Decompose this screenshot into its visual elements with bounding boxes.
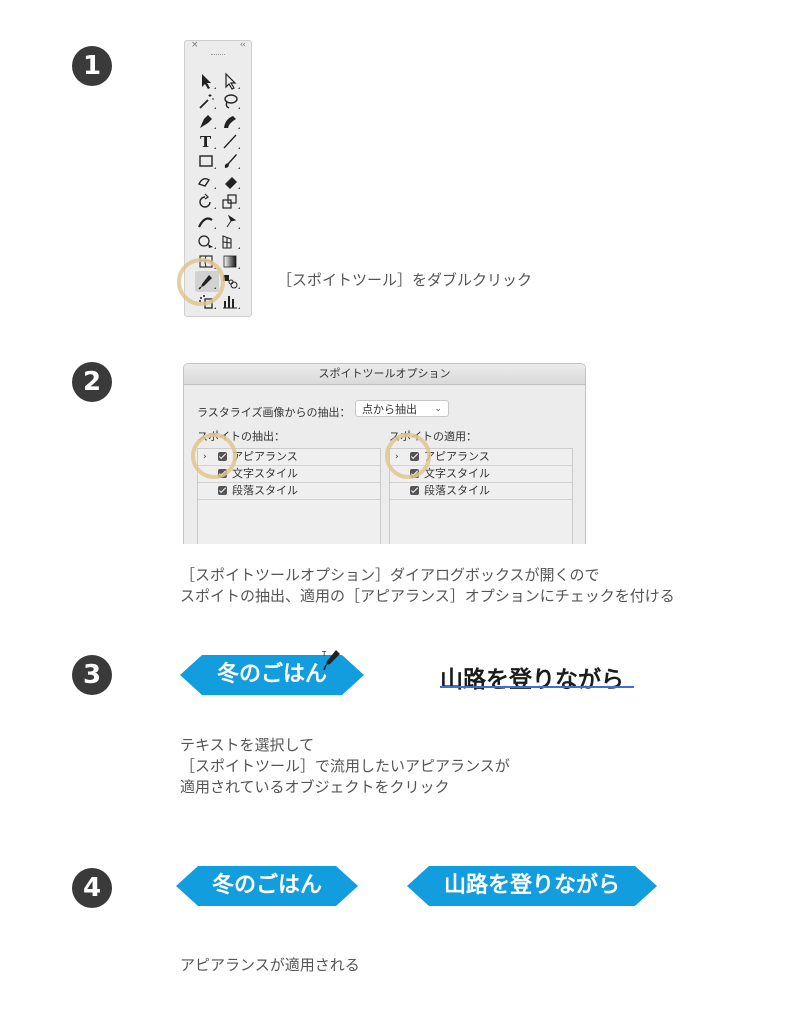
step-2-caption: ［スポイトツールオプション］ダイアログボックスが開くので スポイトの抽出、適用の… (180, 566, 675, 605)
step-4-caption: アピアランスが適用される (180, 956, 360, 974)
text-selection-underline (440, 686, 634, 688)
eyedropper-cursor-icon: T (322, 650, 340, 671)
shaper-tool-icon[interactable] (195, 171, 217, 191)
step-1-number: 1 (72, 46, 112, 86)
pick-item-label: 文字スタイル (232, 467, 298, 480)
checkbox-checked[interactable] (410, 486, 419, 495)
dialog-title: スポイトツールオプション (184, 364, 585, 385)
magic-wand-tool-icon[interactable] (195, 91, 217, 111)
collapse-icon[interactable]: ‹‹ (239, 40, 246, 50)
pick-item-para-style[interactable]: 段落スタイル (198, 483, 380, 500)
panel-grip[interactable] (211, 54, 225, 57)
eraser-tool-icon[interactable] (219, 171, 241, 191)
banner-source[interactable]: 冬のごはん (180, 655, 364, 695)
rectangle-tool-icon[interactable] (195, 151, 217, 171)
line-tool-icon[interactable] (219, 131, 241, 151)
banner-target-result-text: 山路を登りながら (443, 873, 620, 898)
raster-extract-value: 点から抽出 (362, 403, 417, 416)
target-plain-text[interactable]: 山路を登りながら (440, 667, 624, 693)
step-3-caption: テキストを選択して ［スポイトツール］で流用したいアピアランスが 適用されている… (180, 736, 510, 796)
direct-selection-tool-icon[interactable] (219, 71, 241, 91)
highlight-ring (191, 433, 237, 479)
lasso-tool-icon[interactable] (219, 91, 241, 111)
close-icon[interactable]: × (191, 40, 199, 50)
banner-target-result: 山路を登りながら (407, 866, 657, 906)
chevron-down-icon: ⌄ (434, 404, 442, 414)
raster-extract-select[interactable]: 点から抽出 ⌄ (355, 400, 449, 417)
banner-shape (407, 866, 657, 906)
width-tool-icon[interactable] (195, 211, 217, 231)
type-tool-icon[interactable]: T (195, 131, 217, 151)
paintbrush-tool-icon[interactable] (219, 151, 241, 171)
rotate-tool-icon[interactable] (195, 191, 217, 211)
apply-item-label: 文字スタイル (424, 467, 490, 480)
apply-item-label: アピアランス (424, 450, 490, 463)
checkbox-checked[interactable] (218, 486, 227, 495)
step-2-number: 2 (72, 362, 112, 402)
step-1-caption: ［スポイトツール］をダブルクリック (277, 271, 533, 289)
banner-source-result-text: 冬のごはん (211, 873, 322, 898)
highlight-ring (177, 258, 225, 306)
banner-source-text: 冬のごはん (216, 662, 327, 687)
tools-panel-header: × ‹‹ (185, 40, 251, 55)
highlight-ring (385, 433, 431, 479)
banner-source-result: 冬のごはん (176, 866, 358, 906)
svg-text:T: T (200, 133, 212, 151)
scale-tool-icon[interactable] (219, 191, 241, 211)
puppet-warp-tool-icon[interactable] (219, 211, 241, 231)
banner-shape (176, 866, 358, 906)
curvature-tool-icon[interactable] (219, 111, 241, 131)
shape-builder-tool-icon[interactable] (195, 231, 217, 251)
pick-item-label: 段落スタイル (232, 484, 298, 497)
blend-tool-icon[interactable] (219, 271, 241, 291)
pen-tool-icon[interactable] (195, 111, 217, 131)
banner-shape (180, 655, 364, 695)
selection-tool-icon[interactable] (195, 71, 217, 91)
column-graph-tool-icon[interactable] (219, 291, 241, 311)
apply-item-para-style[interactable]: 段落スタイル (390, 483, 572, 500)
perspective-grid-tool-icon[interactable] (219, 231, 241, 251)
gradient-tool-icon[interactable] (219, 251, 241, 271)
step-4-number: 4 (72, 868, 112, 908)
apply-item-label: 段落スタイル (424, 484, 490, 497)
pick-item-label: アピアランス (232, 450, 298, 463)
svg-text:T: T (322, 650, 327, 658)
step-3-number: 3 (72, 655, 112, 695)
raster-extract-label: ラスタライズ画像からの抽出： (197, 406, 351, 419)
